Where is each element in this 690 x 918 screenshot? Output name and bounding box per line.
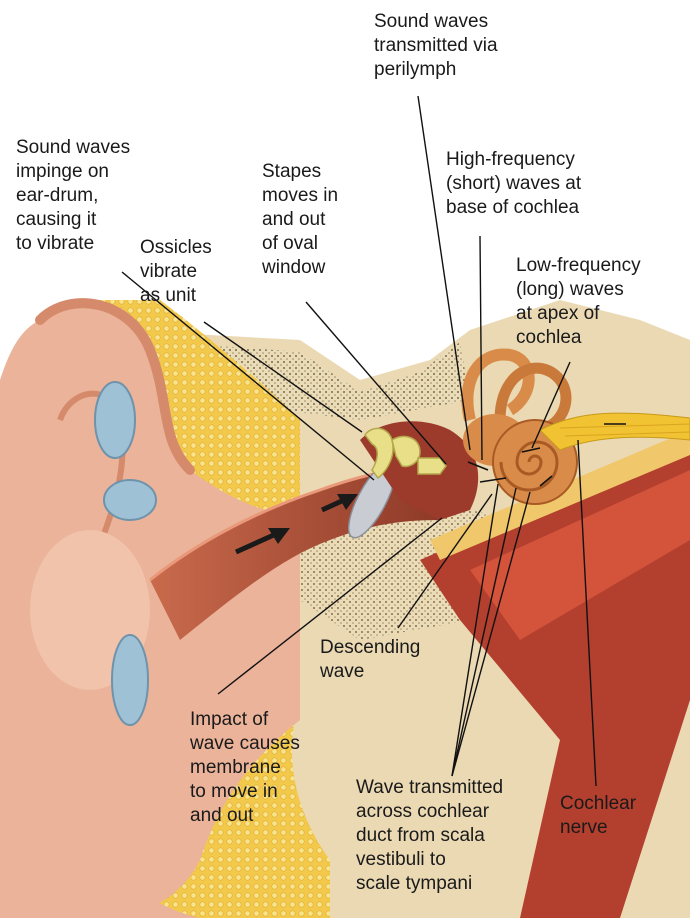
label-cochlear-nerve: Cochlear nerve — [560, 792, 636, 840]
label-impact: Impact of wave causes membrane to move i… — [190, 708, 300, 828]
label-stapes: Stapes moves in and out of oval window — [262, 160, 338, 280]
fat-pocket-1 — [95, 382, 135, 458]
label-eardrum: Sound waves impinge on ear-drum, causing… — [16, 136, 130, 256]
stapes — [418, 458, 446, 474]
label-perilymph: Sound waves transmitted via perilymph — [374, 10, 498, 82]
label-wave-transmitted: Wave transmitted across cochlear duct fr… — [356, 776, 503, 896]
label-low-frequency: Low-frequency (long) waves at apex of co… — [516, 254, 641, 350]
label-descending-wave: Descending wave — [320, 636, 420, 684]
label-high-frequency: High-frequency (short) waves at base of … — [446, 148, 581, 220]
fat-pocket-3 — [112, 635, 148, 725]
fat-pocket-2 — [104, 480, 156, 520]
label-ossicles: Ossicles vibrate as unit — [140, 236, 212, 308]
